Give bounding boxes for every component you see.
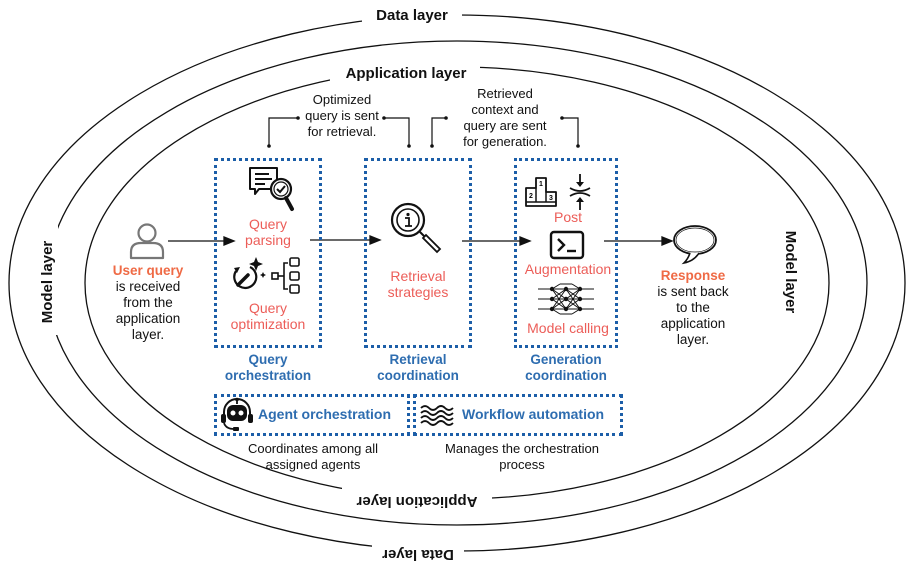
annotation-line: query is sent [305,108,379,123]
caption-line: Retrieval [389,352,447,367]
response-title: Response [660,268,726,283]
response-desc: to the [676,300,710,315]
generation-coordination-caption: Generation coordination [500,352,632,384]
desc-line: Manages the orchestration [445,441,599,456]
retrieval-strategies-line: strategies [387,284,449,300]
terminal-icon [549,230,585,265]
arrow-head [661,236,674,246]
desc-line: Coordinates among all [247,441,379,456]
document-search-icon [247,165,297,218]
caption-line: coordination [525,368,607,383]
caption-line: coordination [377,368,459,383]
post-line: Post [553,209,582,225]
svg-text:1: 1 [539,181,543,188]
annotation-line: for generation. [463,134,547,149]
speech-bubble-icon [670,222,720,271]
annotation-line: Retrieved [477,86,533,101]
generation-coordination-box [514,158,618,348]
robot-headset-icon [220,397,254,438]
data-layer-label-top: Data layer [376,7,448,24]
query-orchestration-caption: Query orchestration [204,352,332,384]
retrieved-context-annotation: Retrieved context and query are sent for… [450,86,560,150]
query-optimization-line: optimization [230,316,306,332]
user-query-desc: from the [123,295,173,310]
podium-compress-icon: 2 1 3 [524,172,608,217]
annotation-line: context and [471,102,539,117]
augmentation-line: Augmentation [524,261,612,277]
query-parsing-line: parsing [245,232,291,248]
data-layer-label-bottom: Data layer [382,546,454,563]
caption-line: orchestration [224,368,312,383]
response-desc: is sent back [657,284,729,299]
user-query-desc: application [115,311,181,326]
query-orchestration-box [214,158,322,348]
model-calling-label: Model calling [516,320,620,336]
augmentation-label: Augmentation [516,261,620,277]
query-parsing-line: Query [248,216,288,232]
workflow-automation-title: Workflow automation [462,406,605,422]
agent-orchestration-title: Agent orchestration [258,406,392,422]
user-icon [127,222,167,265]
optimization-icon [228,253,308,302]
arrow-head [369,235,382,245]
workflow-automation-box [413,394,623,436]
retrieval-strategies-line: Retrieval [390,268,446,284]
annotation-line: Optimized [312,92,372,107]
model-layer-label-right: Model layer [782,231,799,314]
response-block: Response is sent back to the application… [640,268,746,348]
response-desc: application [660,316,726,331]
annotation-line: for retrieval. [307,124,377,139]
arrow-head [223,236,236,246]
retrieval-coordination-box [364,158,472,348]
info-magnifier-icon [388,200,444,261]
svg-text:3: 3 [549,195,553,202]
svg-text:2: 2 [529,193,533,200]
caption-line: Query [248,352,288,367]
retrieval-coordination-caption: Retrieval coordination [352,352,484,384]
application-layer-label-top: Application layer [346,65,467,82]
user-query-block: User query is received from the applicat… [98,263,198,343]
query-optimization-label: Query optimization [218,300,318,332]
desc-line: process [499,457,545,472]
neural-network-icon [536,282,596,321]
caption-line: Generation [530,352,602,367]
user-query-desc: is received [115,279,181,294]
wave-icon [420,404,456,431]
agent-orchestration-box [214,394,410,436]
arrow-head [519,236,532,246]
post-label: Post [522,209,614,225]
query-optimization-line: Query [248,300,288,316]
optimized-query-annotation: Optimized query is sent for retrieval. [294,92,390,140]
annotation-line: query are sent [463,118,547,133]
model-calling-line: Model calling [527,320,609,336]
user-query-desc: layer. [131,327,165,342]
desc-line: assigned agents [265,457,361,472]
agent-orchestration-desc: Coordinates among all assigned agents [228,441,398,473]
model-layer-label-left: Model layer [39,241,56,324]
response-desc: layer. [676,332,710,347]
user-query-title: User query [112,263,184,278]
application-layer-label-bottom: Application layer [356,493,477,510]
workflow-automation-desc: Manages the orchestration process [422,441,622,473]
query-parsing-label: Query parsing [222,216,314,248]
retrieval-strategies-label: Retrieval strategies [372,268,464,300]
